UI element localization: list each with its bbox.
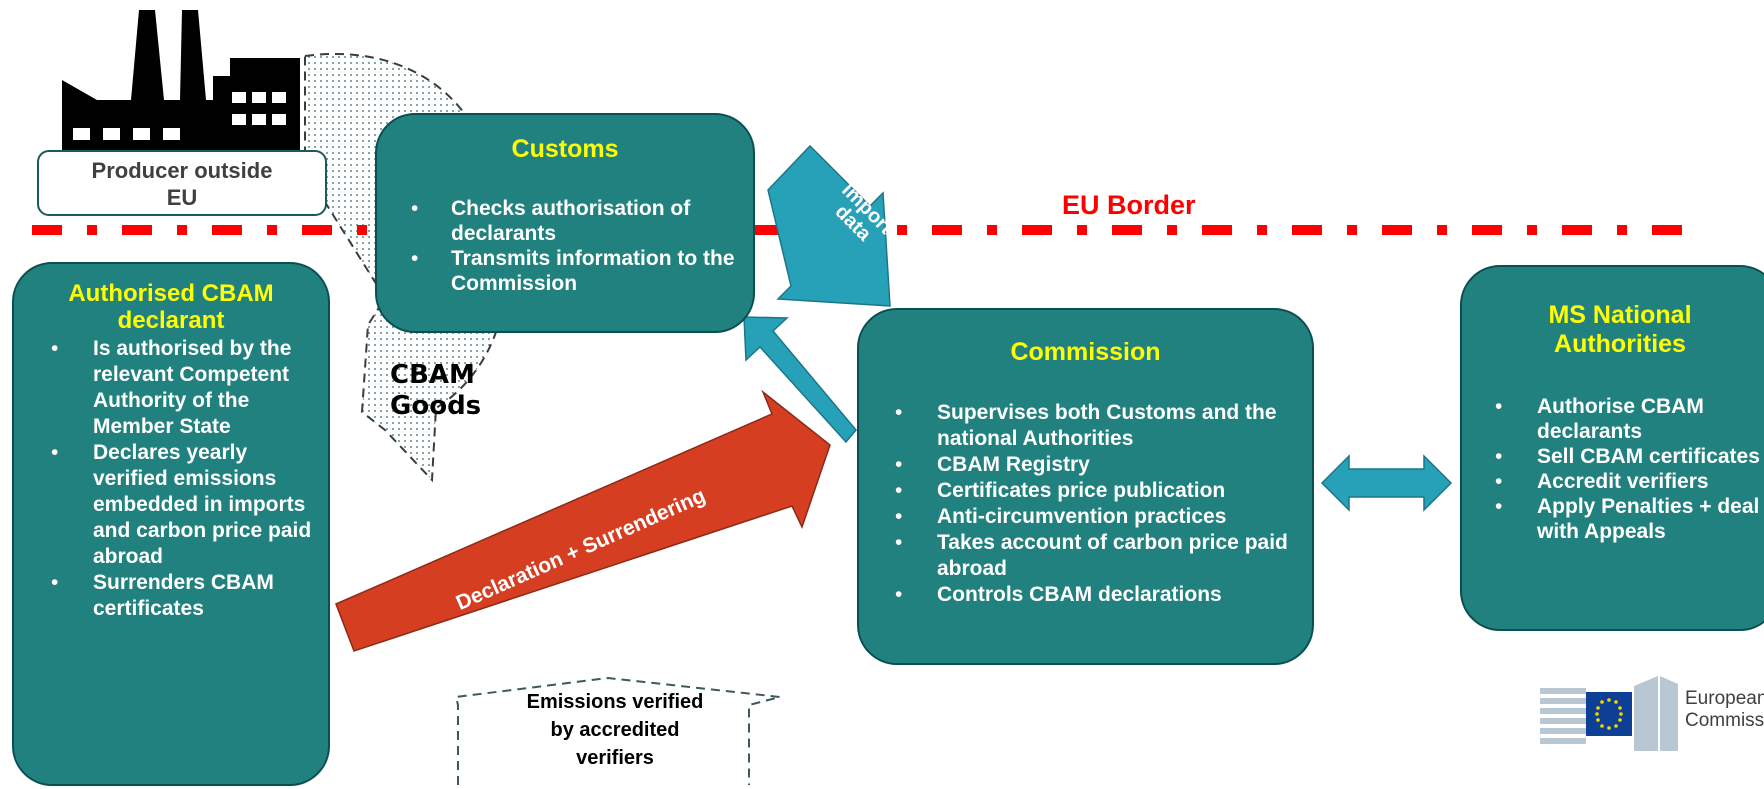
ms-list: Authorise CBAM declarants Sell CBAM cert…	[1462, 394, 1764, 544]
ec-logo-line1: European	[1685, 688, 1764, 709]
verified-dashed-shape	[454, 676, 781, 785]
declarant-title: Authorised CBAM declarant	[14, 280, 328, 334]
verified-line3: verifiers	[576, 747, 654, 769]
declarant-item: Declares yearly verified emissions embed…	[51, 440, 316, 570]
commission-ms-double-arrow	[1320, 454, 1453, 512]
eu-border-label: EU Border	[1062, 190, 1196, 220]
ms-item: Apply Penalties + deal with Appeals	[1495, 494, 1764, 544]
declarant-list: Is authorised by the relevant Competent …	[14, 336, 328, 622]
cbam-goods-label: CBAM Goods	[390, 360, 481, 422]
emissions-verified-label: Emissions verified by accredited verifie…	[480, 688, 750, 772]
declarant-title-line2: declarant	[117, 307, 225, 334]
producer-label: Producer outside EU	[37, 150, 327, 216]
verified-line1: Emissions verified	[526, 691, 704, 713]
commission-item: Certificates price publication	[895, 478, 1312, 504]
declarant-item: Is authorised by the relevant Competent …	[51, 336, 316, 440]
commission-item: Takes account of carbon price paid abroa…	[895, 530, 1312, 582]
cbam-goods-line1: CBAM	[390, 360, 475, 390]
ms-item: Sell CBAM certificates	[1495, 444, 1764, 469]
verified-line2: by accredited	[550, 719, 680, 741]
ms-title: MS National Authorities	[1462, 301, 1764, 359]
customs-item: Checks authorisation of declarants	[411, 196, 743, 246]
producer-label-line2: EU	[166, 185, 198, 210]
ec-logo-graphic	[1540, 676, 1678, 751]
commission-item: Controls CBAM declarations	[895, 582, 1312, 608]
declarant-box: Authorised CBAM declarant Is authorised …	[12, 262, 330, 786]
customs-box: Customs Checks authorisation of declaran…	[375, 113, 755, 333]
commission-item: Anti-circumvention practices	[895, 504, 1312, 530]
declarant-item: Surrenders CBAM certificates	[51, 570, 316, 622]
ec-logo-line2: Commission	[1685, 710, 1764, 731]
ec-logo-text: European Commission	[1685, 688, 1764, 732]
european-commission-logo: European Commission	[1538, 676, 1764, 751]
commission-title: Commission	[1010, 338, 1161, 366]
ms-title-line1: MS National	[1548, 301, 1692, 329]
cbam-goods-line2: Goods	[390, 391, 482, 421]
ms-item: Authorise CBAM declarants	[1495, 394, 1764, 444]
producer-label-line1: Producer outside	[91, 158, 273, 183]
commission-box: Commission Supervises both Customs and t…	[857, 308, 1314, 665]
declaration-arrow	[335, 389, 831, 652]
commission-item: CBAM Registry	[895, 452, 1312, 478]
import-data-arrow	[767, 144, 891, 307]
customs-item: Transmits information to the Commission	[411, 246, 743, 296]
ms-title-line2: Authorities	[1554, 330, 1686, 358]
commission-item: Supervises both Customs and the national…	[895, 400, 1312, 452]
factory-icon	[62, 10, 300, 150]
ms-item: Accredit verifiers	[1495, 469, 1764, 494]
customs-title: Customs	[511, 135, 619, 163]
customs-list: Checks authorisation of declarants Trans…	[377, 196, 753, 296]
commission-list: Supervises both Customs and the national…	[859, 400, 1312, 608]
declarant-title-line1: Authorised CBAM	[68, 280, 274, 307]
commission-to-customs-arrow	[743, 316, 857, 444]
ms-authorities-box: MS National Authorities Authorise CBAM d…	[1460, 265, 1764, 631]
